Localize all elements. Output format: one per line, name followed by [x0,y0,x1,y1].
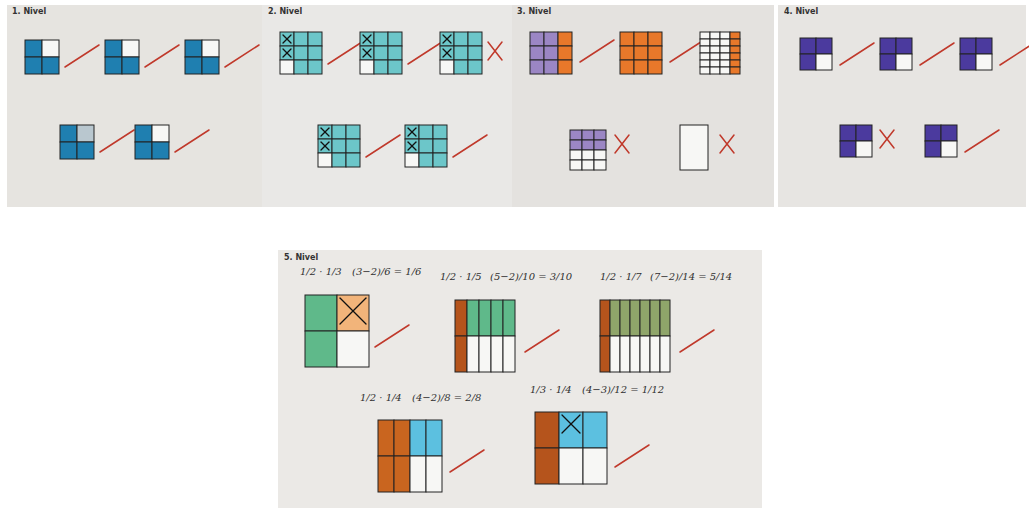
fraction-note: 1/2 · 1/4 [360,392,402,403]
fraction-note: (5−2)/10 = 3/10 [490,271,572,282]
panel-heading: 3. Nivel [517,8,551,17]
fraction-note: (4−3)/12 = 1/12 [582,384,664,395]
panel-heading: 4. Nivel [784,8,818,17]
fraction-note: 1/3 · 1/4 [530,384,572,395]
fraction-note: 1/2 · 1/5 [440,271,482,282]
fraction-note: 1/2 · 1/7 [600,271,642,282]
panel-heading: 1. Nivel [12,8,46,17]
fraction-note: (3−2)/6 = 1/6 [352,266,421,277]
panel-heading: 2. Nivel [268,8,302,17]
fraction-note: (4−2)/8 = 2/8 [412,392,481,403]
panel-heading: 5. Nivel [284,254,318,263]
fraction-note: (7−2)/14 = 5/14 [650,271,732,282]
fraction-note: 1/2 · 1/3 [300,266,342,277]
